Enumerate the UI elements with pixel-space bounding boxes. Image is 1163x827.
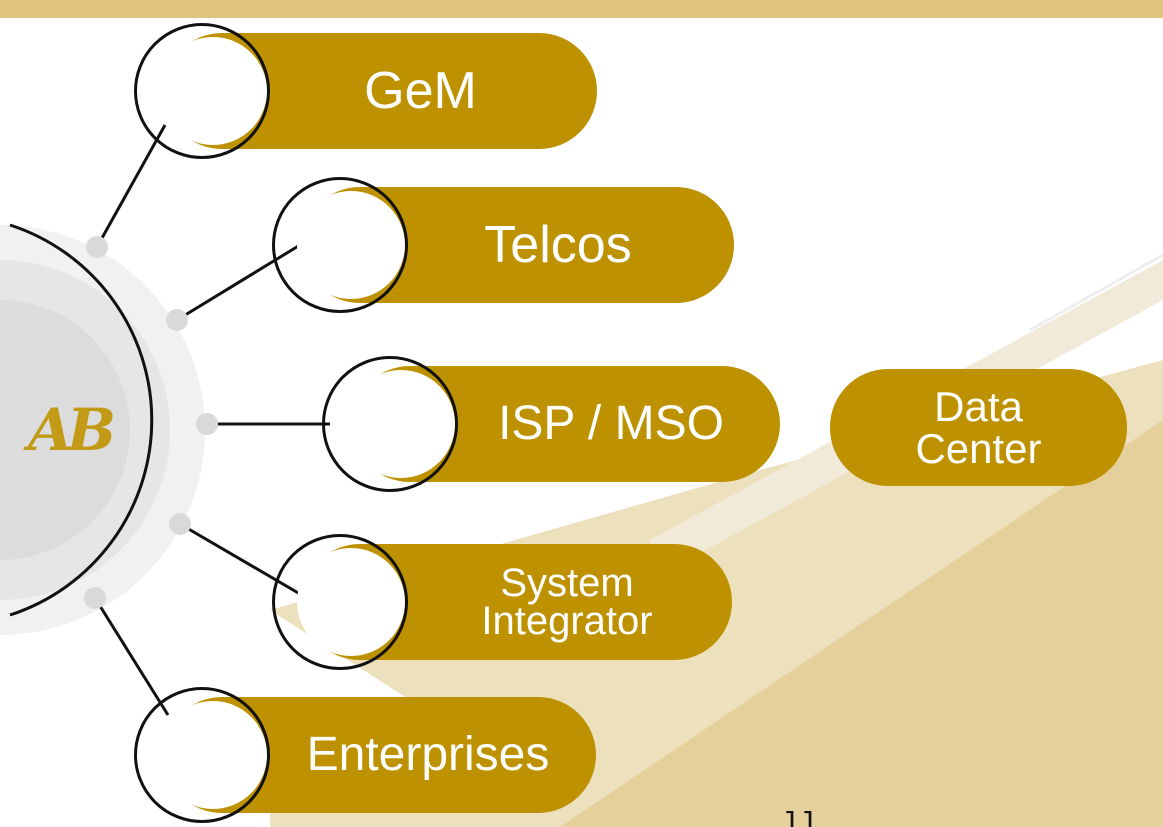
node-circle bbox=[297, 548, 405, 656]
node-circle bbox=[297, 191, 405, 299]
node-gem: GeM bbox=[134, 23, 597, 159]
hub-arc bbox=[9, 223, 154, 617]
node-ring bbox=[272, 534, 408, 670]
connector-enterprises bbox=[93, 597, 170, 716]
footer-mark: ll bbox=[784, 807, 821, 827]
node-label-system-integrator: System Integrator bbox=[481, 561, 653, 643]
node-ring bbox=[322, 356, 458, 492]
beige-panel-lower bbox=[560, 420, 1163, 827]
node-dot bbox=[169, 513, 191, 535]
top-band bbox=[0, 0, 1163, 18]
node-system-integrator: System Integrator bbox=[272, 534, 732, 670]
node-label-telcos: Telcos bbox=[484, 216, 632, 274]
node-data-center: Data Center bbox=[830, 369, 1127, 486]
node-label-data-center: Data Center bbox=[915, 382, 1042, 472]
node-label-enterprises: Enterprises bbox=[306, 728, 550, 781]
node-circle bbox=[159, 701, 267, 809]
node-telcos: Telcos bbox=[272, 177, 734, 313]
node-ring bbox=[134, 687, 270, 823]
thin-accent-line bbox=[1029, 253, 1163, 332]
node-ring bbox=[272, 177, 408, 313]
hub-inner bbox=[0, 300, 130, 560]
node-dot bbox=[196, 413, 218, 435]
node-ring bbox=[134, 23, 270, 159]
node-enterprises: Enterprises bbox=[134, 687, 596, 823]
connector-gem bbox=[95, 124, 167, 248]
node-dot bbox=[84, 587, 106, 609]
node-label-isp-mso: ISP / MSO bbox=[498, 397, 724, 450]
node-isp-mso: ISP / MSO bbox=[322, 356, 780, 492]
node-circle bbox=[347, 370, 455, 478]
ab-logo: AB bbox=[28, 396, 116, 464]
node-dot bbox=[166, 309, 188, 331]
node-label-gem: GeM bbox=[364, 62, 477, 120]
node-dot bbox=[86, 236, 108, 258]
node-circle bbox=[159, 37, 267, 145]
